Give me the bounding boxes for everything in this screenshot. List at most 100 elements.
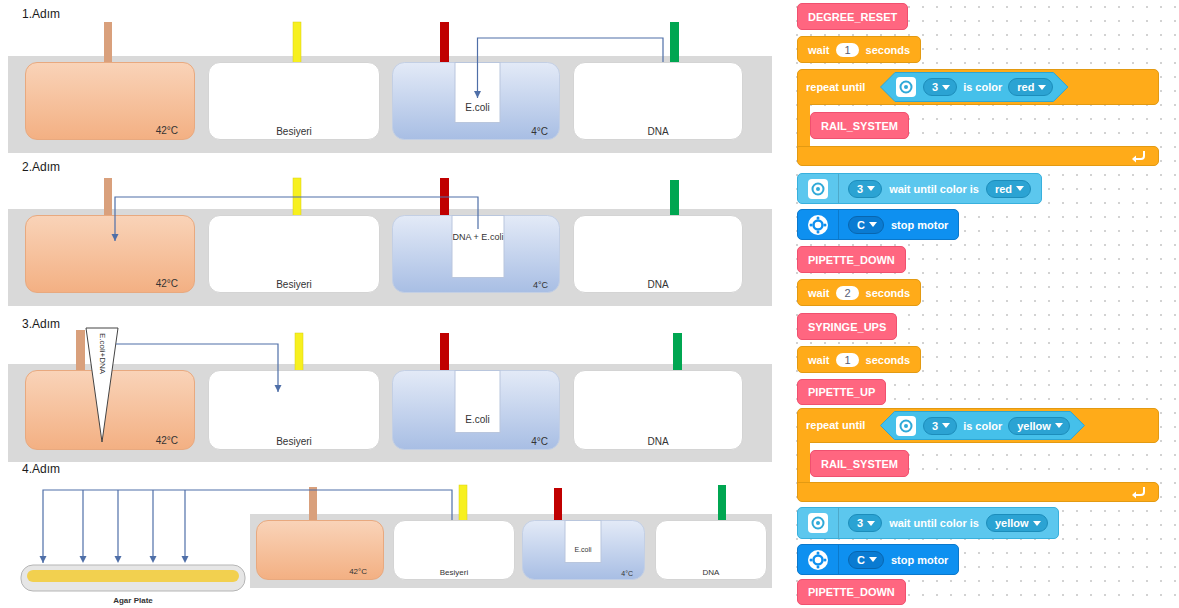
- icon-ring: [813, 183, 824, 194]
- wait-block: wait2seconds: [797, 279, 921, 306]
- dropdown-arrow-shape: [869, 222, 877, 227]
- block-label: seconds: [866, 287, 911, 299]
- color-sensor-icon: [807, 512, 829, 534]
- icon-ring: [813, 518, 824, 529]
- color-sensor-icon: [807, 178, 829, 200]
- icon-dot: [817, 565, 820, 568]
- trays: [8, 56, 772, 588]
- repeat-block: repeat until3is coloryellowRAIL_SYSTEM: [797, 408, 1159, 502]
- step-heading: 2.Adım: [22, 160, 60, 174]
- plate-label: Agar Plate: [18, 596, 248, 605]
- block-icon: [798, 174, 839, 203]
- tube-slot: [455, 371, 500, 433]
- yellow-rod: [295, 333, 303, 371]
- block-label: wait until color is: [889, 183, 979, 195]
- dropdown-arrow-shape: [1038, 85, 1046, 90]
- dropdown-arrow: [1055, 423, 1063, 428]
- dropdown-value: 3: [848, 514, 882, 532]
- icon-ring: [901, 420, 912, 431]
- block-icon: [798, 210, 839, 239]
- ice-bath-body: [393, 371, 560, 450]
- procedure-block: SYRINGE_UPS: [797, 313, 897, 340]
- container: Besiyeri: [208, 370, 380, 450]
- ice-bath: E.coli 4°C: [392, 370, 560, 450]
- red-rod: [440, 178, 449, 216]
- heat-bath: 42°C: [25, 215, 195, 293]
- container: Besiyeri: [208, 215, 380, 293]
- icon-ring: [814, 220, 823, 229]
- temperature-label: 4°C: [531, 436, 548, 447]
- dropdown-arrow: [1016, 186, 1024, 191]
- block-label: wait until color is: [889, 517, 979, 529]
- red-rod: [440, 333, 449, 371]
- icon-frame: [808, 513, 828, 533]
- loop-arrow-line: [1136, 151, 1144, 159]
- spread-line: [117, 490, 118, 557]
- tube-label: E.coli: [565, 546, 601, 554]
- icon-dot: [816, 187, 820, 191]
- red-rod: [440, 22, 449, 63]
- container-label: Besiyeri: [394, 568, 514, 577]
- dropdown-arrow: [869, 557, 877, 562]
- green-rod: [718, 485, 726, 521]
- connector-arrow: [40, 490, 453, 563]
- condition-hexagon: [881, 412, 1085, 440]
- loop-label: repeat until: [806, 69, 865, 105]
- step-heading: 1.Adım: [22, 7, 60, 21]
- icon-ring: [814, 555, 823, 564]
- icon-dot: [817, 216, 820, 219]
- yellow-rod: [459, 485, 467, 521]
- dropdown-value: yellow: [986, 514, 1048, 532]
- loop-arrow-icon: [1131, 485, 1147, 499]
- temperature-label: 42°C: [156, 125, 178, 136]
- procedure-name: DEGREE_RESET: [808, 11, 897, 23]
- icon-dot: [904, 424, 908, 428]
- dropdown-value: red: [1008, 78, 1053, 96]
- tube-label: E.coli: [455, 102, 500, 114]
- temperature-label: 4°C: [533, 280, 548, 290]
- procedure-block: RAIL_SYSTEM: [810, 112, 909, 139]
- icon-dot: [904, 85, 908, 89]
- loop-arm: [797, 104, 810, 147]
- red-rod: [554, 488, 562, 521]
- ice-bath: DNA + E.coli4°C: [392, 215, 560, 293]
- container: DNA: [573, 370, 743, 450]
- procedure-name: RAIL_SYSTEM: [821, 120, 898, 132]
- container-label: Besiyeri: [209, 279, 379, 290]
- block-icon: [798, 545, 839, 574]
- block-label: stop motor: [891, 219, 948, 231]
- icon-dot: [817, 551, 820, 554]
- condition-block: 3is coloryellow: [880, 411, 1085, 440]
- motor-block: Cstop motor: [797, 544, 959, 575]
- block-label: seconds: [866, 44, 911, 56]
- spread-head: [150, 556, 157, 563]
- dropdown-arrow: [867, 186, 875, 191]
- number-input: 1: [836, 353, 858, 367]
- step-panel: 4.AdımAgar Plate42°CBesiyeriE.coli4°CDNA: [5, 459, 775, 608]
- heat-bath: 42°C: [25, 62, 195, 140]
- icon-frame: [896, 416, 916, 436]
- container: Besiyeri: [208, 62, 380, 140]
- procedure-block: PIPETTE_DOWN: [797, 579, 906, 605]
- repeat-block: repeat until 3is colorredRAIL_SYSTEM: [797, 69, 1159, 166]
- block-label: wait: [808, 354, 829, 366]
- condition-block: 3is colorred: [880, 72, 1068, 102]
- temperature-label: 42°C: [156, 435, 178, 446]
- motor-icon: [807, 549, 829, 571]
- spread-line: [184, 490, 185, 557]
- connector-line: [43, 490, 452, 563]
- temperature-label: 4°C: [621, 570, 633, 577]
- tube-label: E.coli: [455, 414, 500, 426]
- icon-frame: [896, 77, 916, 97]
- step-heading: 3.Adım: [22, 317, 60, 331]
- yellow-rod: [293, 178, 301, 216]
- icon-ring: [901, 82, 912, 93]
- procedure-name: PIPETTE_DOWN: [808, 586, 895, 598]
- tan-rod: [309, 487, 317, 521]
- loop-arrow-head: [1132, 156, 1136, 163]
- dropdown-value: red: [986, 180, 1031, 198]
- container: DNA: [655, 520, 767, 580]
- container-label: DNA: [574, 436, 742, 447]
- dropdown-arrow-shape: [1055, 423, 1063, 428]
- heat-bath: 42°C: [256, 520, 384, 580]
